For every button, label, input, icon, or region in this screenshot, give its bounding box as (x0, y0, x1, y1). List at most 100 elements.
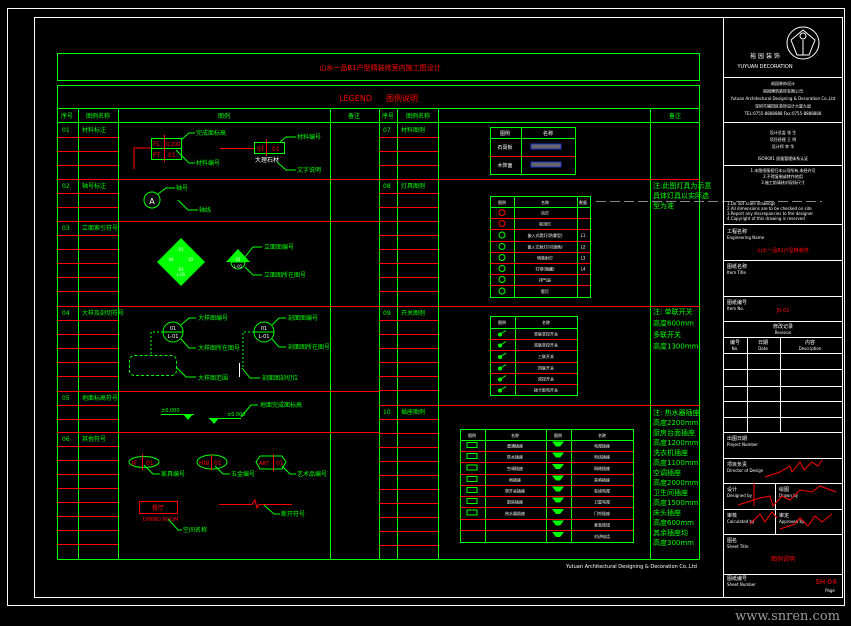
watermark: www.snren.com (735, 609, 840, 624)
table-cell: 单联单控开关 (534, 331, 558, 337)
company-info: 裕园装饰设计 (771, 80, 795, 86)
project-label-en: Engineering Name (727, 235, 765, 240)
level-value-2: ±0.000 (227, 412, 246, 418)
table-cell: L1 (581, 233, 586, 238)
section-name: 立面索引符号 (82, 224, 118, 232)
table-header: 图例 (498, 199, 506, 205)
project-name-value: 山水一品B1户型精装修 (757, 247, 809, 254)
section-number: 06 (62, 436, 70, 443)
outlet-icon (552, 486, 564, 492)
section-name: 开关图例 (401, 309, 425, 317)
table-header: 图例 (554, 432, 562, 438)
outlet-icon (552, 441, 564, 447)
drawn-label-en: Drawn by (779, 493, 799, 498)
note-sockets: 洗衣机插座 (653, 448, 688, 457)
signature-approver (779, 513, 833, 530)
fl-code: FL (153, 141, 160, 148)
section-number: 10 (383, 409, 391, 416)
furniture-code: JF (131, 460, 138, 467)
header-cell: 序号 (61, 112, 73, 120)
table-cell: 门铃插座 (594, 510, 610, 516)
note-lights: 注:此图灯具为示意 (653, 181, 711, 190)
socket-icon (466, 509, 478, 516)
table-cell: 嵌入式射灯(可调角) (527, 244, 563, 250)
itemno-label: 图纸编号 (727, 299, 747, 306)
floor-level-symbol: ±0.000 ±0.000 地面完成面标高 (161, 401, 302, 424)
sheet-no-label: 图纸编号 (727, 575, 747, 582)
fl-value: 0.200 (166, 142, 180, 148)
table-cell: 木饰面 (497, 162, 512, 169)
elev-no-1: 01 (178, 247, 184, 252)
table-cell: 插卡取电开关 (534, 387, 558, 393)
project-label: 工程名称 (727, 228, 747, 235)
materials-table: 图例名称石膏板木饰面 (490, 127, 576, 175)
section-name: 灯具图例 (401, 182, 425, 190)
table-cell: 防水插座 (507, 454, 523, 460)
socket-icon (466, 453, 478, 459)
section-name: 插座图例 (401, 408, 425, 416)
table-header: 名称 (511, 432, 519, 438)
note-sockets: 高度1200mm (653, 438, 699, 447)
table-cell: 有线电视 (594, 488, 610, 494)
label-detail-range: 大样图范围 (198, 374, 228, 382)
outlet-icon (552, 475, 564, 481)
pt-code: PT (153, 152, 161, 159)
level-value-1: ±0.000 (161, 408, 180, 414)
light-fixture-icon (498, 220, 506, 227)
stone-text: 大理石材 (255, 156, 279, 164)
approved-label-en: Approved by (779, 519, 805, 524)
material-hatch-swatch (530, 161, 562, 168)
designed-label-en: Designed by (727, 493, 753, 498)
section-name: 其他符号 (82, 435, 106, 443)
switch-icon-lever (499, 330, 507, 335)
hardware-code: HW (199, 460, 210, 467)
revision-header-en: Date (758, 346, 768, 351)
director-label: 项目负责 (727, 461, 747, 468)
table-cell: 电视插座 (594, 443, 610, 449)
header-cell: 备注 (348, 112, 360, 120)
table-cell: 热水器插座 (505, 510, 525, 516)
header-cell: 备注 (669, 112, 681, 120)
drawn-label: 绘图 (779, 486, 789, 493)
note-switches: 高度1300mm (653, 342, 699, 351)
table-cell: 音响插座 (594, 477, 610, 483)
section-number: 02 (62, 183, 70, 190)
section-no: 01 (261, 326, 267, 332)
table-cell: 电话插座 (594, 454, 610, 460)
table-cell: 排气扇 (539, 277, 551, 283)
note-en: 2.All dimensions are to be checked on si… (727, 206, 812, 211)
table-header: 图例 (500, 130, 510, 137)
company-info: 裕园建筑装饰有限公司 (763, 88, 803, 94)
elev-no-2: 02 (188, 257, 194, 262)
switch-icon-lever (499, 341, 507, 346)
table-cell: 三联开关 (538, 353, 554, 359)
switch-icon-lever (499, 386, 507, 391)
note-switches: 多联开关 (653, 330, 681, 339)
label-art: 艺术品编号 (297, 470, 327, 478)
light-fixture-icon (498, 243, 506, 250)
note-en: 4.Copyright of this drawing is reserved (727, 216, 805, 221)
revision-header-en: Description (799, 346, 822, 351)
label-floor-level: 地面完成面标高 (260, 401, 302, 409)
date-label: 出图日期 (727, 435, 747, 442)
title-box (57, 53, 700, 81)
note-sockets: 注: 热水器插座 (653, 408, 700, 417)
note-sockets: 高度2000mm (653, 478, 699, 487)
axis-symbol: A 轴号 轴线 (143, 184, 211, 214)
sheet-title-label-en: Sheet Title (727, 544, 749, 549)
socket-icon (466, 464, 478, 471)
material-tag-symbol: FL 0.200 PT 01 完成面标高 材料编号 ST 01 大理石材 材料编… (133, 129, 321, 174)
company-logo (786, 26, 820, 60)
note-lights: 具体灯具以实际选 (653, 191, 709, 200)
label-finish-level: 完成面标高 (196, 129, 226, 137)
table-cell: 厨房插座 (507, 499, 523, 505)
label-axis-line: 轴线 (199, 206, 211, 214)
header-cell: 序号 (382, 112, 394, 120)
note-sockets: 高度1500mm (653, 498, 699, 507)
axis-letter: A (149, 197, 155, 206)
table-cell: 灯带(暗藏) (535, 266, 555, 272)
art-no: 01 (276, 460, 284, 467)
label-section-no: 剖面图编号 (288, 314, 318, 322)
switches-table: 图例名称单联单控开关双联单控开关三联开关四联开关双控开关插卡取电开关 (490, 316, 578, 396)
